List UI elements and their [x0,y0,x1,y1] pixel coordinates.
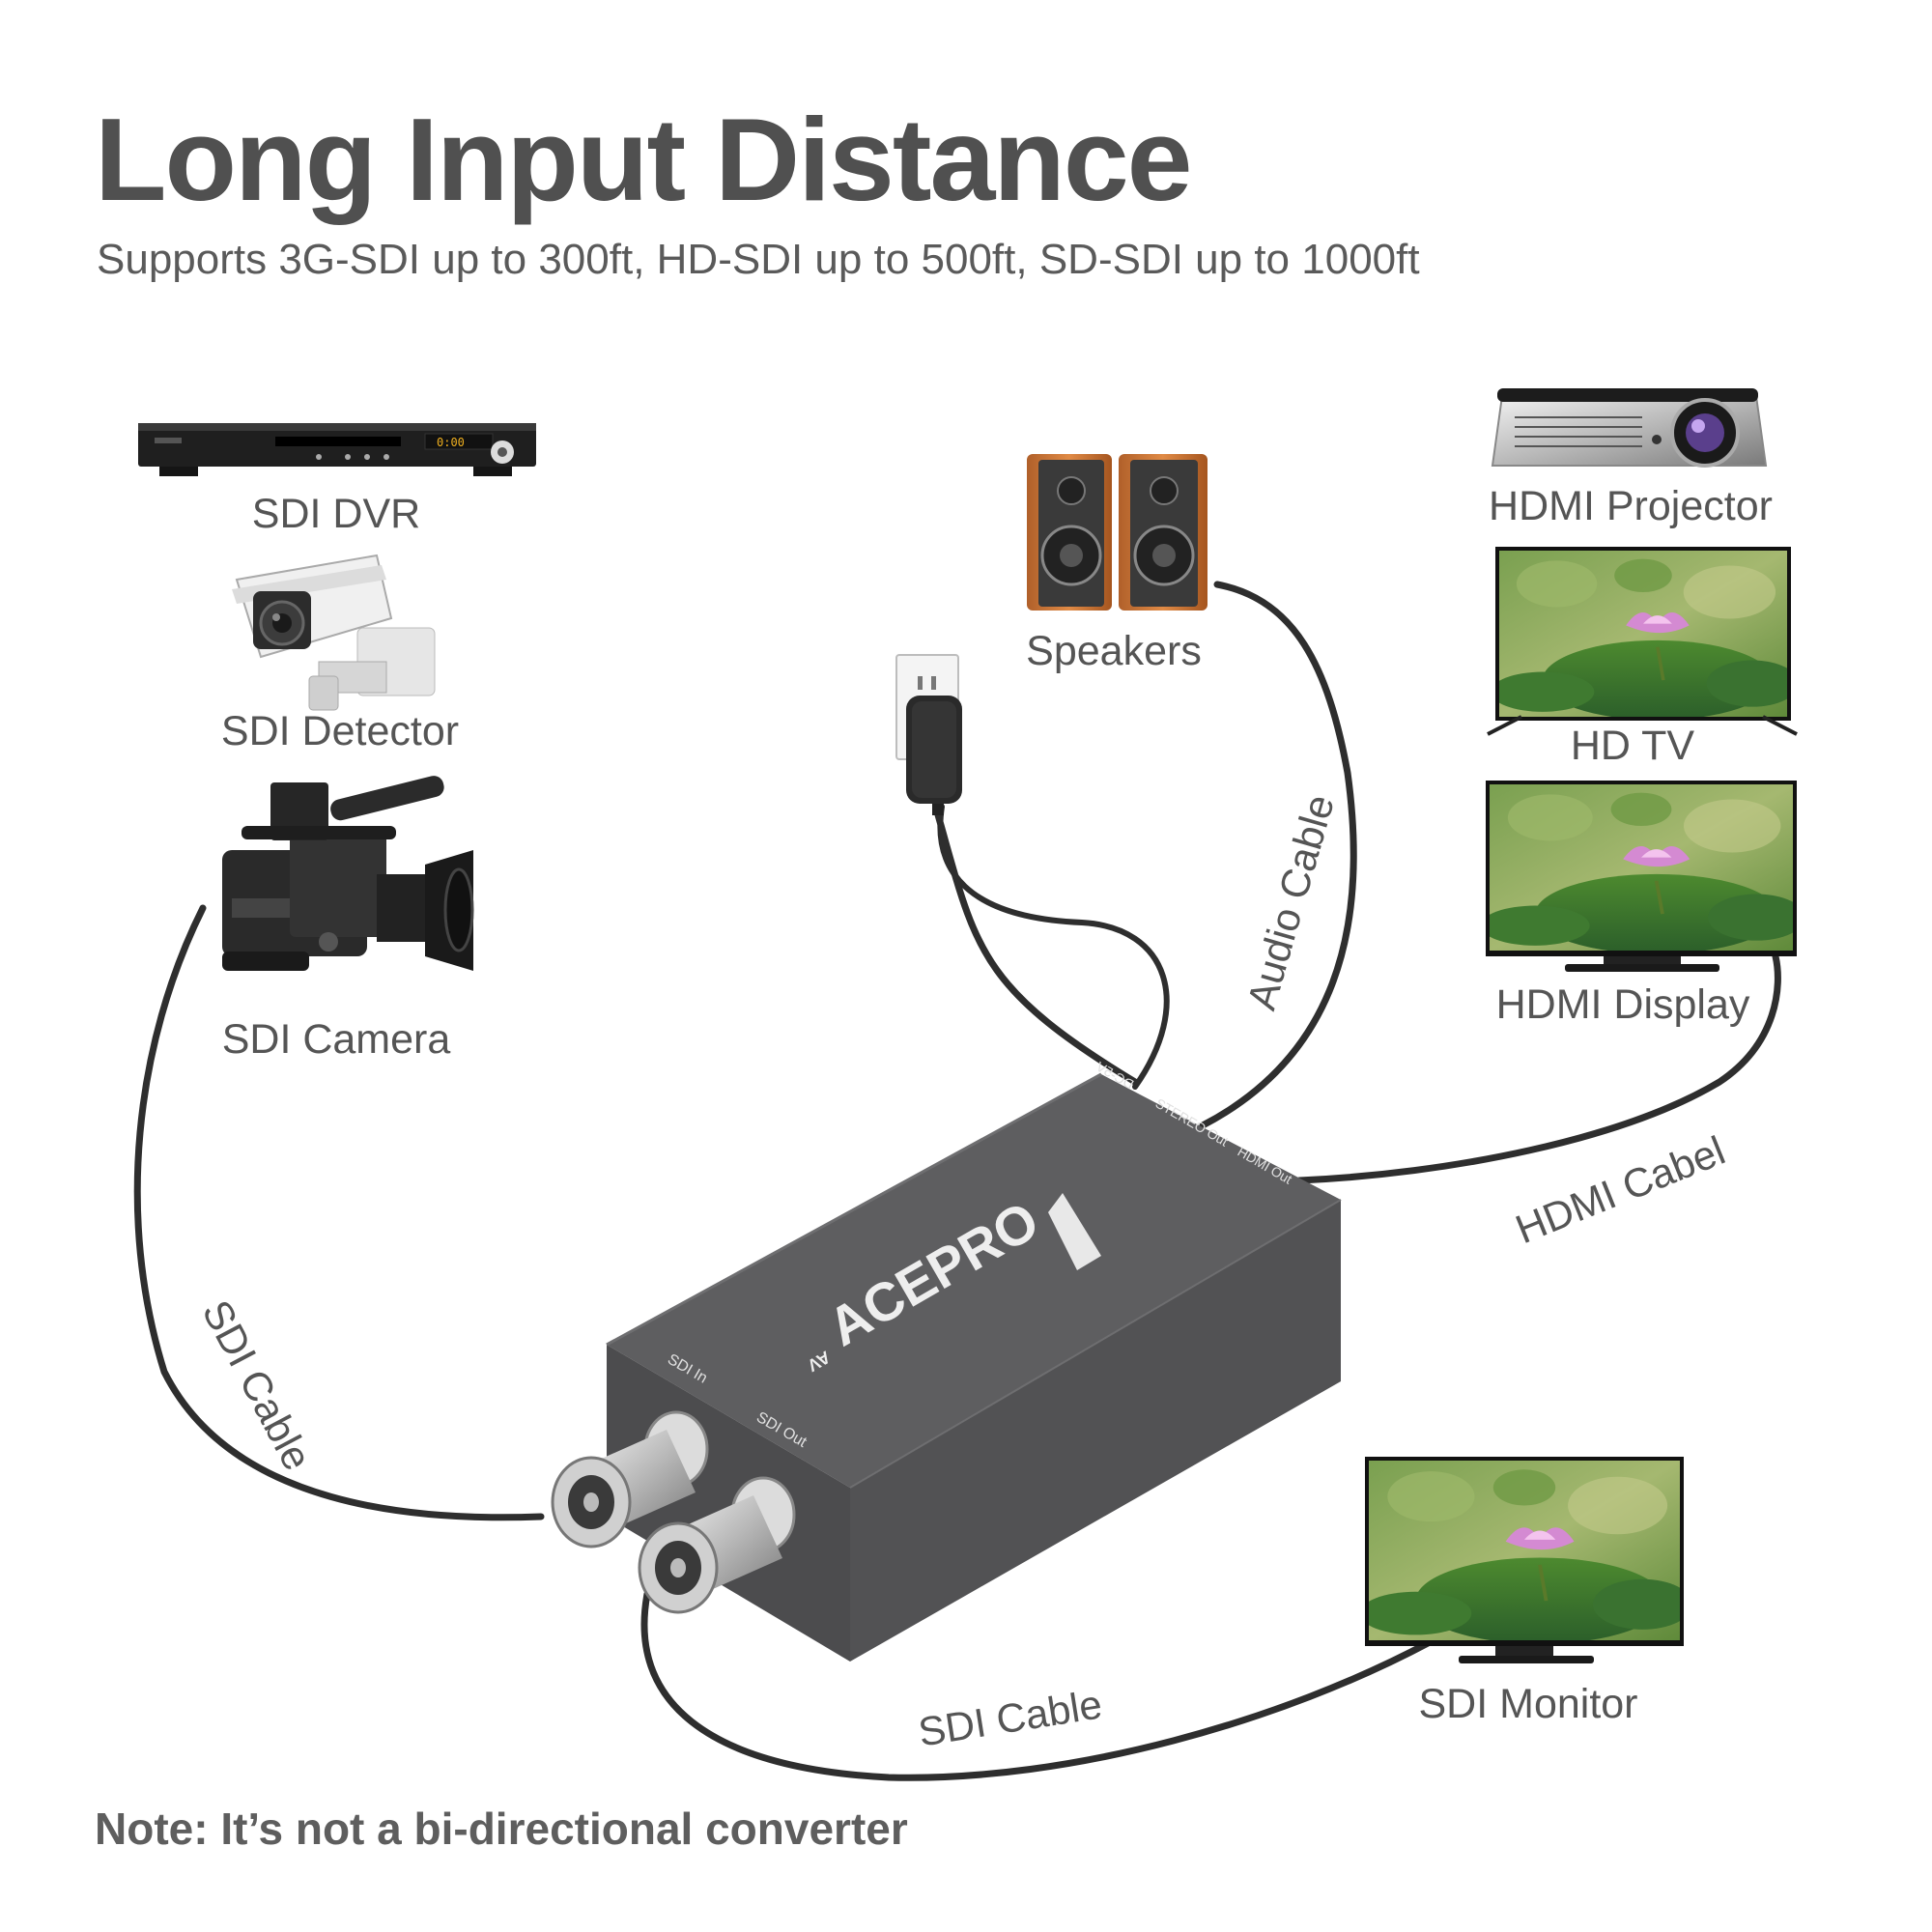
label-speakers: Speakers [1026,628,1202,674]
label-hdmi-display: HDMI Display [1495,981,1750,1028]
sdi-input-cable [133,904,545,1521]
sdi-output-cable [640,1590,1434,1781]
dvr-icon: 0:00 [138,423,536,476]
sdi-out-connector [638,1476,796,1614]
page-title: Long Input Distance [95,94,1193,225]
projector-icon [1491,388,1768,468]
label-hd-tv: HD TV [1570,723,1695,769]
label-sdi-detector: SDI Detector [220,708,460,754]
footnote: Note: It’s not a bi-directional converte… [95,1804,908,1854]
camcorder-icon [222,776,474,971]
sdi-monitor-icon [1365,1457,1684,1663]
cables [133,581,1781,1781]
hdmi-display-icon [1486,781,1797,972]
hd-tv-icon [1487,547,1798,736]
page-subtitle: Supports 3G-SDI up to 300ft, HD-SDI up t… [97,236,1420,283]
speakers-icon [1027,454,1208,611]
security-camera-icon [232,554,436,711]
power-cable [933,808,1139,1086]
power-adapter-icon [895,654,962,815]
label-sdi-monitor: SDI Monitor [1418,1681,1638,1727]
converter-box [606,1072,1342,1662]
hdmi-cable [1295,952,1781,1184]
label-sdi-camera: SDI Camera [221,1016,451,1063]
audio-cable [1199,581,1357,1129]
label-hdmi-projector: HDMI Projector [1489,483,1773,529]
power-cable-loop [937,804,1170,1090]
label-sdi-dvr: SDI DVR [251,491,421,537]
svg-text:0:00: 0:00 [437,436,465,449]
sdi-in-connector [551,1410,709,1548]
